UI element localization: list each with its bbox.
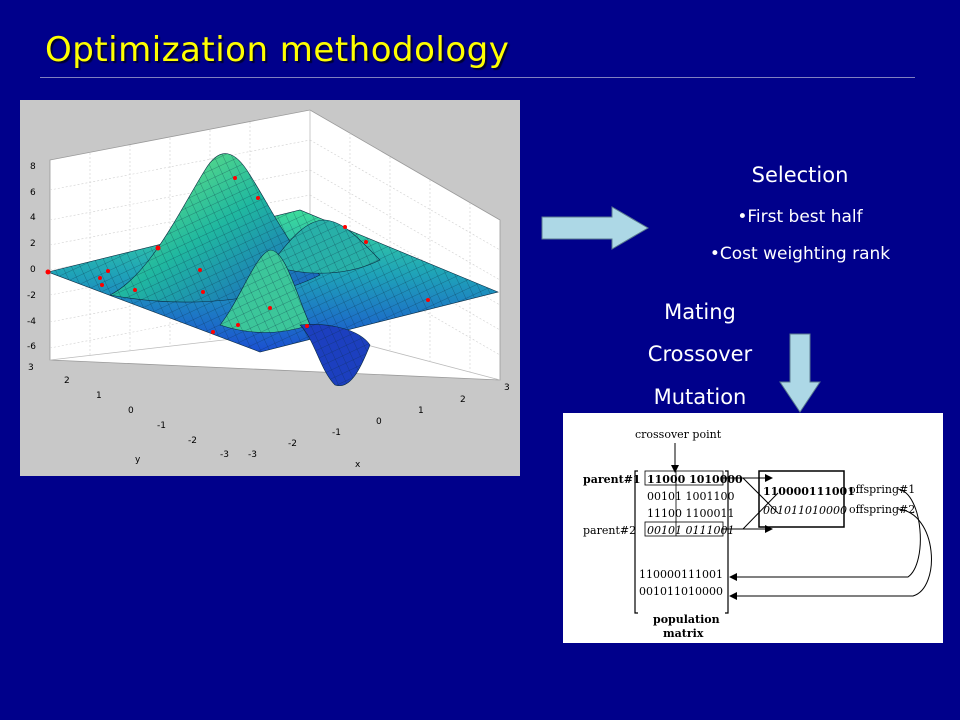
selection-heading: Selection xyxy=(751,163,849,187)
x-tick: -3 xyxy=(248,450,257,460)
population-row: 11100 1100011 xyxy=(647,507,734,520)
y-tick: -2 xyxy=(188,436,197,446)
population-row: 110000111001 xyxy=(639,568,723,581)
y-tick: 3 xyxy=(28,363,34,373)
slide-title: Optimization methodology xyxy=(45,30,510,70)
population-matrix-label: matrix xyxy=(663,627,704,640)
z-tick: 8 xyxy=(30,162,36,172)
surface-plot-svg: 8 6 4 2 0 -2 -4 -6 3 2 1 0 -1 -2 -3 y -3… xyxy=(20,100,520,476)
offspring2-label: offspring#2 xyxy=(849,503,915,516)
population-matrix-label: population xyxy=(653,613,720,626)
y-axis-ticks: 3 2 1 0 -1 -2 -3 y xyxy=(28,363,229,465)
parent1-label: parent#1 xyxy=(583,473,641,486)
population-row: 00101 0111001 xyxy=(647,524,734,537)
offspring1-label: offspring#1 xyxy=(849,483,915,496)
crossover-diagram-svg: crossover point parent#1 parent#2 11000 … xyxy=(583,428,932,640)
step-crossover: Crossover xyxy=(647,342,753,366)
x-tick: 2 xyxy=(460,395,466,405)
population-row: 001011010000 xyxy=(639,585,723,598)
x-tick: 1 xyxy=(418,406,424,416)
z-tick: 6 xyxy=(30,188,36,198)
y-axis-label: y xyxy=(135,455,141,465)
y-tick: -1 xyxy=(157,421,166,431)
title-divider xyxy=(40,77,915,78)
z-tick: -2 xyxy=(27,291,36,301)
crossover-point-label: crossover point xyxy=(635,428,722,441)
step-mating: Mating xyxy=(664,300,736,324)
x-tick: 3 xyxy=(504,383,510,393)
selection-item-first-best-half: •First best half xyxy=(737,207,863,227)
y-tick: 1 xyxy=(96,391,102,401)
surface-mesh xyxy=(46,153,499,387)
x-axis-ticks: -3 -2 -1 0 1 2 3 x xyxy=(248,383,510,470)
parent2-label: parent#2 xyxy=(583,524,636,537)
crossover-diagram: crossover point parent#1 parent#2 11000 … xyxy=(563,413,943,643)
selection-item-cost-weighting-rank: •Cost weighting rank xyxy=(709,244,891,264)
right-arrow-icon xyxy=(541,206,649,250)
x-tick: -2 xyxy=(288,439,297,449)
y-tick: 2 xyxy=(64,376,70,386)
x-axis-label: x xyxy=(355,460,361,470)
population-row: 11000 1010000 xyxy=(647,473,743,486)
population-points xyxy=(45,176,430,334)
x-tick: -1 xyxy=(332,428,341,438)
y-tick: 0 xyxy=(128,406,134,416)
z-tick: 4 xyxy=(30,213,36,223)
z-tick: -6 xyxy=(27,342,36,352)
step-mutation: Mutation xyxy=(653,385,747,409)
population-row: 00101 1001100 xyxy=(647,490,734,503)
offspring-row: 110000111001 xyxy=(763,485,855,498)
x-tick: 0 xyxy=(376,417,382,427)
surface-plot-figure: 8 6 4 2 0 -2 -4 -6 3 2 1 0 -1 -2 -3 y -3… xyxy=(20,100,520,476)
z-tick: -4 xyxy=(27,317,36,327)
y-tick: -3 xyxy=(220,450,229,460)
z-axis-ticks: 8 6 4 2 0 -2 -4 -6 xyxy=(27,162,36,352)
offspring-row: 001011010000 xyxy=(763,504,847,517)
z-tick: 0 xyxy=(30,265,36,275)
down-arrow-icon xyxy=(779,333,821,413)
z-tick: 2 xyxy=(30,239,36,249)
